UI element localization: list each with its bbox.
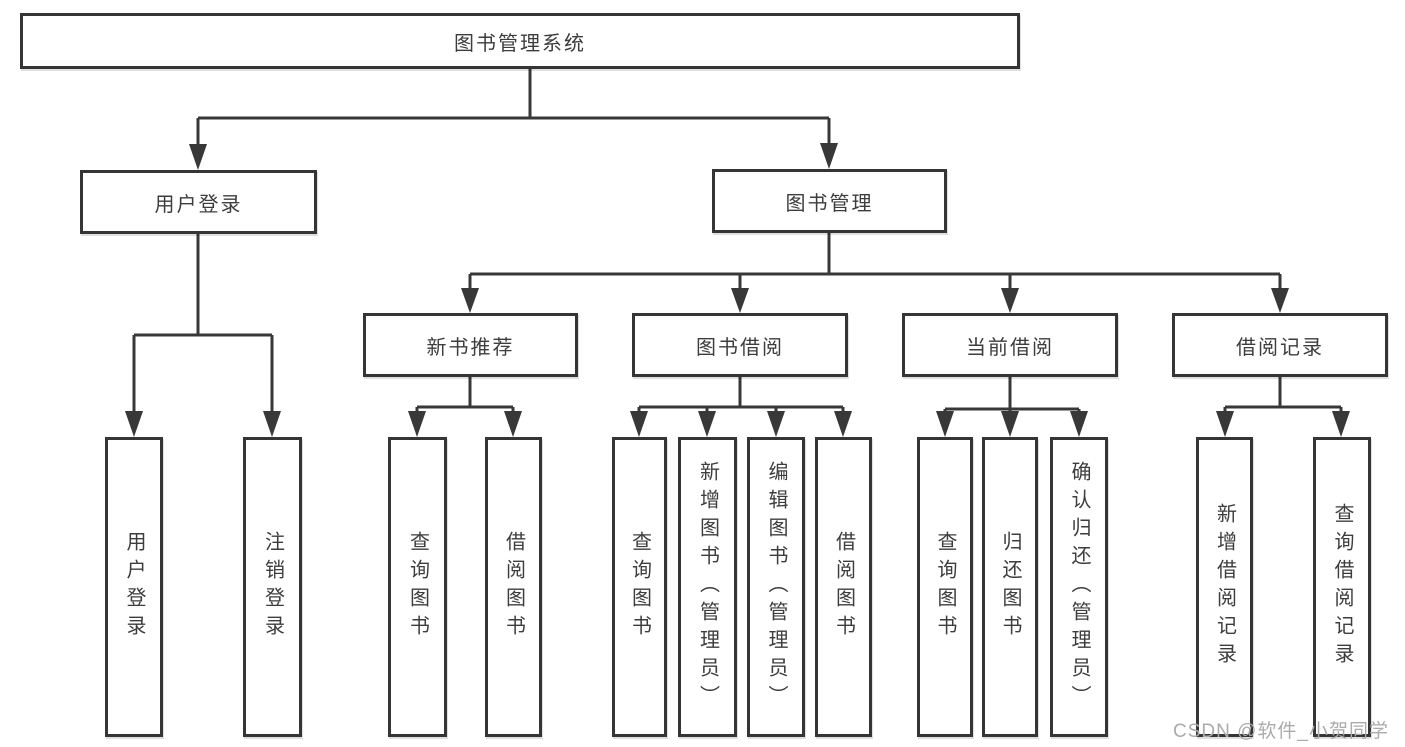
node-book-borrowing: 图书借阅	[632, 313, 848, 377]
leaf-records-query-record: 查询借阅记录	[1313, 437, 1371, 737]
node-book-management: 图书管理	[712, 169, 947, 233]
node-current-borrowing: 当前借阅	[902, 313, 1118, 377]
node-borrowing-records: 借阅记录	[1172, 313, 1388, 377]
node-label: 图书管理	[785, 192, 874, 215]
leaf-borrow-borrow-books: 借阅图书	[815, 437, 872, 737]
node-label: 查询借阅记录	[1331, 503, 1353, 671]
node-library-management-system: 图书管理系统	[20, 13, 1020, 69]
leaf-newbooks-query-books: 查询图书	[388, 437, 447, 737]
leaf-user-login: 用户登录	[105, 437, 163, 737]
leaf-records-add-record: 新增借阅记录	[1196, 437, 1253, 737]
leaf-borrow-query-books: 查询图书	[612, 437, 667, 737]
node-label: 归还图书	[999, 531, 1021, 643]
leaf-current-return-books: 归还图书	[982, 437, 1038, 737]
node-label: 用户登录	[154, 193, 243, 216]
node-label: 查询图书	[628, 531, 651, 643]
node-label: 新增图书（管理员）	[696, 461, 719, 713]
node-label: 确认归还（管理员）	[1068, 461, 1090, 713]
leaf-current-query-books: 查询图书	[917, 437, 973, 737]
leaf-logout: 注销登录	[243, 437, 302, 737]
node-label: 借阅记录	[1236, 336, 1324, 359]
csdn-watermark: CSDN @软件_小贺同学	[1173, 721, 1389, 742]
node-label: 新增借阅记录	[1213, 503, 1236, 671]
node-new-book-recommend: 新书推荐	[363, 313, 578, 377]
node-user-login: 用户登录	[80, 170, 317, 234]
leaf-current-confirm-return-admin: 确认归还（管理员）	[1050, 437, 1108, 737]
node-label: 当前借阅	[966, 336, 1054, 359]
leaf-borrow-add-books-admin: 新增图书（管理员）	[678, 437, 737, 737]
node-label: 新书推荐	[426, 336, 515, 359]
leaf-newbooks-borrow-books: 借阅图书	[485, 437, 542, 737]
node-label: 借阅图书	[832, 531, 855, 643]
node-label: 图书借阅	[696, 336, 784, 359]
node-label: 注销登录	[261, 531, 284, 643]
leaf-borrow-edit-books-admin: 编辑图书（管理员）	[747, 437, 805, 737]
node-label: 查询图书	[406, 531, 429, 643]
node-label: 借阅图书	[502, 531, 525, 643]
node-label: 查询图书	[934, 531, 956, 643]
node-label: 图书管理系统	[454, 32, 586, 55]
node-label: 编辑图书（管理员）	[765, 461, 787, 713]
node-label: 用户登录	[123, 531, 145, 643]
